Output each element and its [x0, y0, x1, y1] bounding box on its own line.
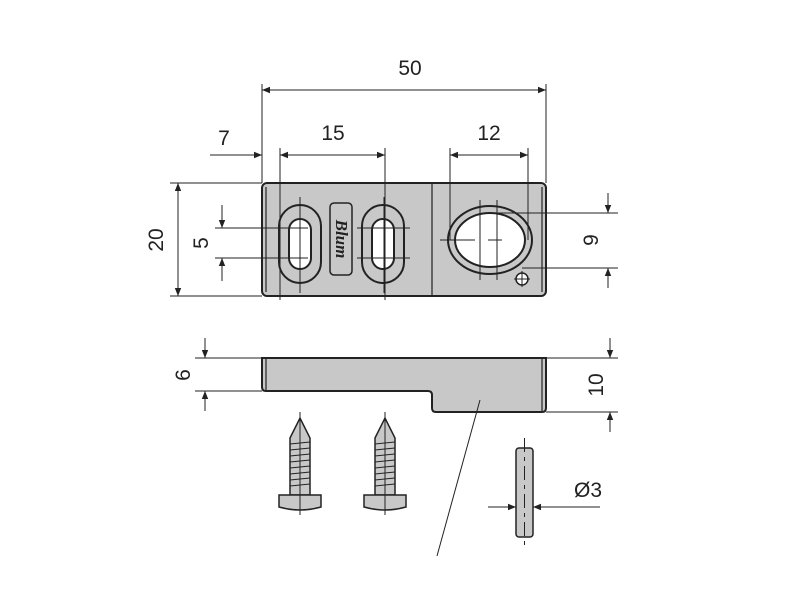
dim-6: 6: [172, 369, 195, 381]
logo-text: Blum: [332, 219, 351, 259]
side-view: 6 10: [172, 338, 618, 557]
top-view-dimensions: 50 7 15 12 20 5 9: [145, 57, 618, 300]
leader-line: [436, 399, 481, 557]
dim-diameter-3: Ø3: [574, 479, 602, 502]
side-profile: [261, 357, 547, 413]
top-view: Blum: [261, 182, 547, 297]
dim-50: 50: [398, 57, 421, 80]
screw-right: [363, 412, 407, 515]
dim-20: 20: [145, 228, 168, 251]
dim-5: 5: [190, 237, 213, 249]
small-mark-circle: [514, 271, 530, 287]
pin: Ø3: [488, 438, 602, 546]
dim-15: 15: [321, 122, 344, 145]
dim-10: 10: [585, 373, 608, 396]
blum-logo: Blum: [329, 202, 353, 276]
dim-9: 9: [580, 234, 603, 246]
center-lines: [292, 197, 502, 293]
dim-7: 7: [218, 127, 230, 150]
slot-hole-right: [361, 204, 405, 284]
screw-left: [278, 412, 322, 515]
dim-12: 12: [477, 122, 500, 145]
